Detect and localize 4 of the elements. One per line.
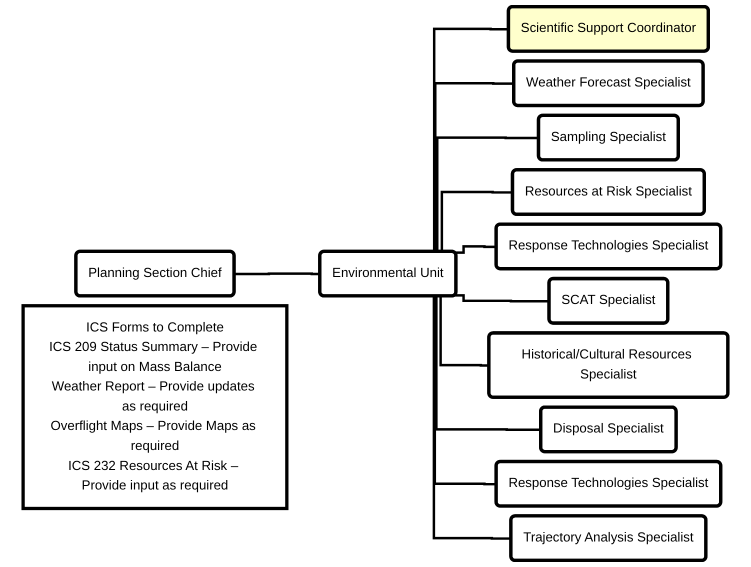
connector: [454, 245, 496, 254]
connector: [234, 272, 320, 276]
node-box: ICS Forms to Complete ICS 209 Status Summary – Provide input on Mass Balance Weather Report – Provide updates as required Overflight Maps – Provide Maps as required ICS 232 Resources At Risk – Provide input as required: [21, 304, 288, 510]
connector: [454, 294, 550, 302]
